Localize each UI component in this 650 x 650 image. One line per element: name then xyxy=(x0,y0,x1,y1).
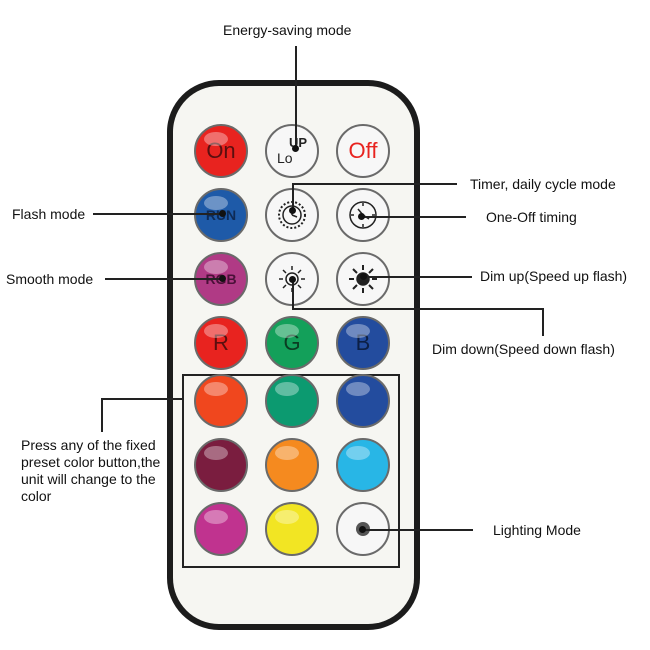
green-button[interactable]: G xyxy=(265,316,319,370)
energy-saving-label: Energy-saving mode xyxy=(223,22,351,39)
smooth-callout-dot xyxy=(219,275,226,282)
dim-down-callout-line-v2 xyxy=(542,308,544,336)
preset-navy-button[interactable] xyxy=(336,374,390,428)
preset-cyan-button[interactable] xyxy=(336,438,390,492)
green-button-label: G xyxy=(283,330,300,356)
timer-label: Timer, daily cycle mode xyxy=(470,176,616,193)
dim-down-callout-line-v1 xyxy=(292,279,294,309)
preset-maroon-button[interactable] xyxy=(194,438,248,492)
red-button-label: R xyxy=(213,330,229,356)
red-button[interactable]: R xyxy=(194,316,248,370)
dim-up-callout-dot xyxy=(360,273,367,280)
flash-callout-dot xyxy=(219,210,226,217)
dim-up-label: Dim up(Speed up flash) xyxy=(480,268,627,285)
energy-saving-callout-line xyxy=(295,46,297,148)
blue-button-label: B xyxy=(356,330,371,356)
lighting-label: Lighting Mode xyxy=(493,522,581,539)
flash-callout-line xyxy=(93,213,223,215)
dim-down-label: Dim down(Speed down flash) xyxy=(432,341,615,358)
smooth-label: Smooth mode xyxy=(6,271,93,288)
off-button-label: Off xyxy=(349,138,378,164)
one-off-callout-line xyxy=(362,216,466,218)
lighting-callout-dot xyxy=(359,526,366,533)
low-label: Lo xyxy=(277,150,293,166)
preset-teal-button[interactable] xyxy=(265,374,319,428)
off-button[interactable]: Off xyxy=(336,124,390,178)
preset-orange-red-button[interactable] xyxy=(194,374,248,428)
blue-button[interactable]: B xyxy=(336,316,390,370)
dim-up-callout-line xyxy=(364,276,472,278)
one-off-callout-dot xyxy=(358,213,365,220)
dim-down-callout-line-h xyxy=(292,308,544,310)
timer-callout-line-h xyxy=(292,183,457,185)
energy-saving-button[interactable]: UP Lo xyxy=(265,124,319,178)
on-button-label: On xyxy=(206,138,235,164)
preset-yellow-button[interactable] xyxy=(265,502,319,556)
dim-down-callout-dot xyxy=(289,276,296,283)
lighting-callout-line xyxy=(363,529,473,531)
preset-callout-line-v xyxy=(101,398,103,432)
one-off-label: One-Off timing xyxy=(486,209,577,226)
smooth-callout-line xyxy=(105,278,225,280)
preset-label: Press any of the fixed preset color butt… xyxy=(21,437,171,505)
preset-callout-line-h xyxy=(101,398,182,400)
energy-saving-callout-dot xyxy=(292,145,299,152)
flash-label: Flash mode xyxy=(12,206,85,223)
preset-orange-button[interactable] xyxy=(265,438,319,492)
on-button[interactable]: On xyxy=(194,124,248,178)
timer-callout-dot xyxy=(289,207,296,214)
preset-pink-button[interactable] xyxy=(194,502,248,556)
